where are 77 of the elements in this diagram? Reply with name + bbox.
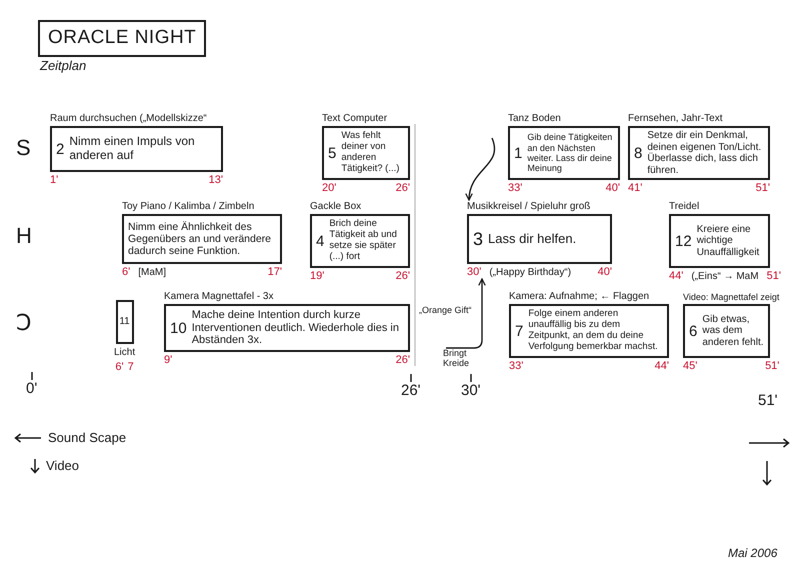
task-text: Gib etwas, was dem anderen fehlt. (702, 314, 764, 348)
task-number: 10 (170, 320, 187, 336)
axis-label: 26' (401, 382, 421, 401)
task-text: Nimm eine Ähnlichkeit des Gegenübers an und verändere dadurch seine Funktion. (128, 220, 272, 258)
subtitle: Zeitplan (40, 58, 86, 74)
task-number: 6 (689, 324, 698, 338)
time-mark: 26' (396, 182, 410, 195)
task-heading: Toy Piano / Kalimba / Zimbeln (122, 200, 254, 214)
note-text: „Orange Gift“ (419, 305, 472, 316)
time-mark: 19' (310, 270, 324, 283)
time-mark: 51' (756, 182, 770, 195)
time-mark: 7 (128, 361, 134, 374)
task-heading: Kamera: Aufnahme; ← Flaggen (509, 290, 650, 304)
arrow (466, 138, 496, 201)
task-heading: Raum durchsuchen („Modellskizze“ (50, 112, 207, 126)
task-text: Nimm einen Impuls von anderen auf (69, 135, 196, 163)
task-number: 3 (473, 230, 484, 248)
time-mark: 51' (766, 270, 781, 283)
time-mark: 20' (322, 182, 336, 195)
task-number: 8 (634, 146, 642, 160)
time-mark: 26' (396, 354, 410, 367)
task-heading: Text Computer (322, 112, 388, 126)
task-heading: Video: Magnettafel zeigt (683, 291, 780, 304)
task-number: 5 (328, 146, 336, 160)
task-text: Kreiere eine wichtige Unauffälligkeit (696, 224, 760, 258)
task-number: 1 (514, 146, 522, 160)
note-text: („Eins“ → MaM (691, 270, 759, 283)
note-text: Licht (114, 346, 136, 359)
task-number: 12 (675, 234, 692, 248)
task-heading: Tanz Boden (508, 112, 561, 126)
time-mark: 17' (268, 266, 282, 279)
time-mark: 6' (122, 266, 130, 279)
task-heading: Kamera Magnettafel - 3x (164, 290, 274, 304)
task-text: Folge einem anderen unauffällig bis zu dem Zeitpunkt, an dem du deine Verfolgung bemerkbar machst. (528, 309, 659, 353)
time-mark: 40' (606, 182, 620, 195)
time-mark: 44' (669, 270, 684, 283)
task-number: 11 (119, 317, 130, 327)
axis-label: 51' (758, 392, 778, 411)
task-heading: Treidel (669, 200, 700, 214)
arrow (446, 278, 486, 349)
time-mark: 9' (164, 354, 172, 367)
row-label: H (16, 222, 32, 250)
title: ORACLE NIGHT (38, 20, 206, 56)
time-mark: 13' (208, 174, 223, 187)
date-text: Mai 2006 (728, 546, 778, 561)
axis-label: 30' (461, 382, 481, 401)
note-text: Bringt Kreide (443, 348, 470, 369)
task-text: Was fehlt deiner von anderen Tätigkeit? (...) (341, 131, 400, 175)
task-text: Brich deine Tätigkeit ab und setze sie später (...) fort (329, 219, 398, 263)
time-mark: 30' (467, 266, 482, 279)
row-label: S (16, 134, 31, 162)
task-heading: Fernsehen, Jahr-Text (628, 112, 722, 126)
task-text: Lass dir helfen. (488, 232, 576, 246)
time-mark: 51' (765, 360, 780, 373)
time-mark: 1' (50, 174, 58, 187)
task-number: 7 (515, 324, 524, 338)
note-text: („Happy Birthday“) (489, 266, 572, 279)
task-text: Gib deine Tätigkeiten an den Nächsten weiter. Lass dir deine Meinung (527, 132, 614, 174)
note-text: [MaM] (138, 266, 166, 279)
task-number: 4 (316, 234, 324, 248)
task-heading: Gackle Box (310, 200, 362, 214)
task-heading: Musikkreisel / Spieluhr groß (467, 200, 590, 214)
row-label: Ɔ (16, 310, 32, 338)
task-text: Mache deine Intention durch kurze Interventionen deutlich. Wiederhole dies in Abständen 3x. (192, 309, 400, 347)
time-mark: 41' (628, 182, 642, 195)
time-mark: 33' (508, 182, 522, 195)
time-mark: 40' (598, 266, 612, 279)
time-mark: 6' (115, 361, 124, 374)
task-text: Setze dir ein Denkmal, deinen eigenen Ton/Licht. Überlasse dich, lass dich führen. (647, 130, 762, 176)
task-number: 2 (56, 142, 64, 156)
axis-label: 0' (26, 380, 38, 399)
time-mark: 26' (396, 270, 410, 283)
legend-label: Sound Scape (48, 430, 126, 446)
time-mark: 44' (654, 360, 669, 373)
legend-label: Video (46, 458, 80, 474)
time-mark: 45' (683, 360, 698, 373)
time-mark: 33' (509, 360, 524, 373)
